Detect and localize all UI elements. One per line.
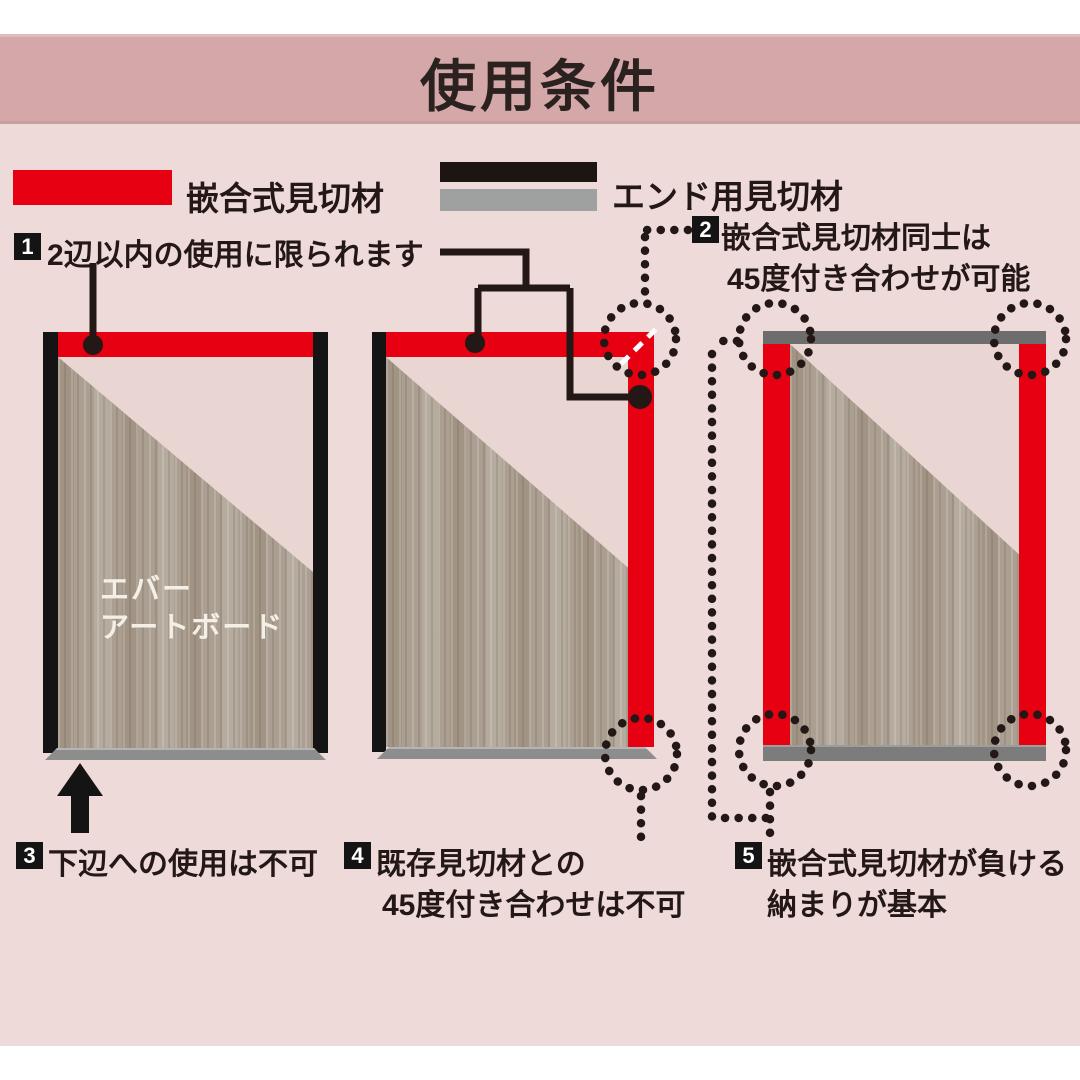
note3-text: 下辺への使用は不可 — [48, 848, 318, 881]
note5-text-line2: 納まりが基本 — [767, 889, 947, 922]
panel-2-right-fitting-trim — [628, 332, 654, 747]
panel-3-right-fitting-trim — [1019, 344, 1046, 745]
note2-text-line2: 45度付き合わせが可能 — [727, 263, 1031, 296]
panel-2-board — [386, 357, 628, 747]
note1-number-badge: 1 — [14, 233, 41, 260]
panel-2-left-end-trim — [372, 332, 386, 752]
legend-end-trim-black-swatch — [440, 162, 597, 182]
note4-text-line2: 45度付き合わせは不可 — [382, 889, 686, 922]
note2-number-badge: 2 — [692, 216, 719, 243]
note4-number-badge: 4 — [344, 842, 371, 869]
panel-3-top-end-trim — [763, 331, 1046, 344]
legend-fitting-trim-label: 嵌合式見切材 — [186, 180, 384, 217]
legend-end-trim-gray-swatch — [440, 189, 597, 211]
legend-fitting-trim-swatch — [13, 170, 172, 205]
panel-2-top-fitting-trim — [386, 332, 654, 357]
note2-text-line1: 嵌合式見切材同士は — [721, 222, 991, 255]
panel-3-left-fitting-trim — [763, 344, 790, 745]
note4-text-line1: 既存見切材との — [376, 848, 586, 881]
panel-1-left-end-trim — [43, 332, 58, 753]
panel-3-board — [790, 344, 1019, 745]
panel-3 — [763, 331, 1046, 761]
note5-number-badge: 5 — [735, 842, 762, 869]
page-title: 使用条件 — [420, 55, 660, 118]
panel-3-sheen — [790, 344, 1019, 555]
panel-1-sheen — [58, 357, 313, 573]
note3-number-badge: 3 — [16, 842, 43, 869]
panel-2-bottom-existing-trim — [377, 747, 657, 759]
panel-2 — [372, 332, 657, 760]
panel-1-top-fitting-trim — [58, 332, 313, 357]
panel-1-right-end-trim — [313, 332, 328, 753]
panel-3-bottom-end-trim — [763, 745, 1046, 761]
panel-1: エバー アートボード — [43, 332, 328, 760]
board-name-line2: アートボード — [100, 612, 285, 644]
title-band — [0, 34, 1080, 124]
legend-end-trim-label: エンド用見切材 — [612, 178, 843, 215]
note1-text: 2辺以内の使用に限られます — [47, 239, 424, 272]
board-name-line1: エバー — [100, 574, 194, 606]
note5-text-line1: 嵌合式見切材が負ける — [767, 848, 1067, 881]
panel-1-board — [58, 357, 313, 748]
panel-1-bottom-existing-trim — [45, 748, 326, 760]
panel-2-sheen — [386, 357, 628, 568]
